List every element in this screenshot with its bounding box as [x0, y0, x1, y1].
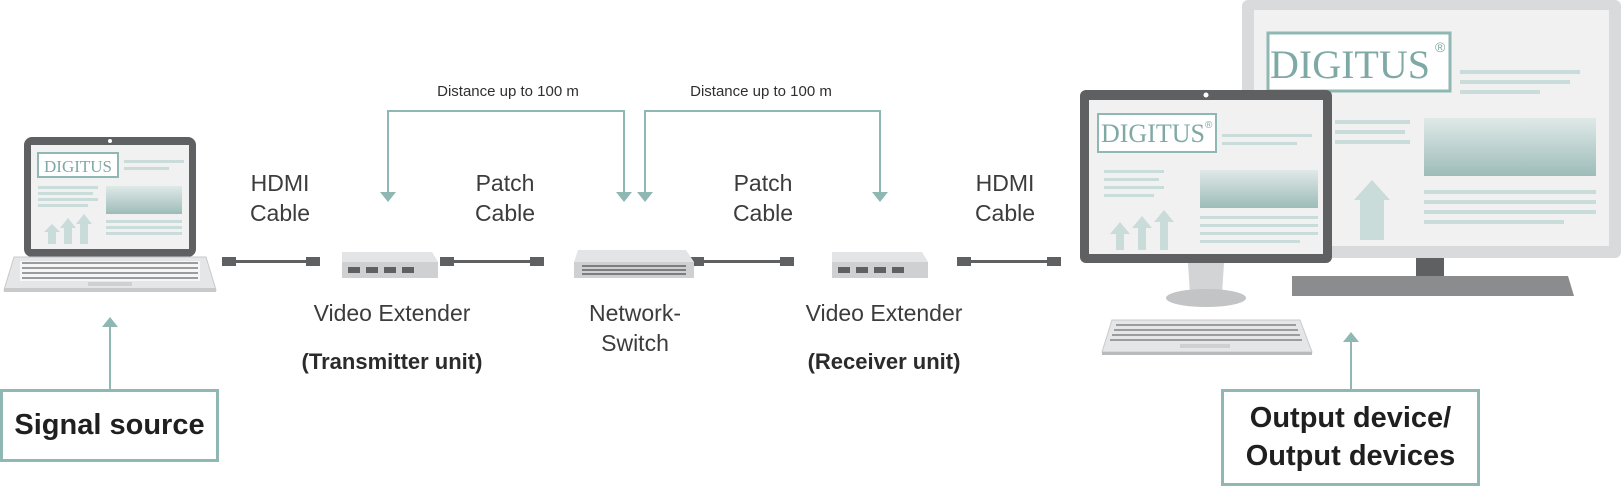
hdmi-cable-label-right: HDMI Cable — [955, 168, 1055, 228]
tx-extender-label: Video Extender — [313, 300, 471, 326]
rx-unit-label: (Receiver unit) — [807, 349, 961, 374]
hdmi-cable-label-left-line1: HDMI — [250, 170, 310, 196]
arrow-up-icon — [102, 317, 118, 389]
hdmi-cable-label-right-line1: HDMI — [975, 170, 1035, 196]
patch-cable-label-right-line2: Cable — [732, 200, 794, 226]
output-devices-label-line1: Output device/ — [1249, 402, 1452, 434]
distance-label-right: Distance up to 100 m — [690, 83, 832, 100]
laptop-icon: DIGITUS — [3, 137, 217, 292]
arrow-down-icon — [380, 192, 632, 202]
monitor-icon: DIGITUS ® — [1080, 90, 1332, 307]
hdmi-cable-label-left: HDMI Cable — [230, 168, 330, 228]
patch-cable-label-right: Patch Cable — [713, 168, 813, 228]
cable-icon — [690, 257, 794, 266]
rx-extender-label: Video Extender — [805, 300, 963, 326]
network-switch-label-line2: Switch — [601, 330, 669, 356]
output-devices-box: Output device/ Output devices — [1221, 389, 1480, 486]
monitor-logo-text: DIGITUS — [1101, 119, 1205, 148]
hdmi-cable-label-left-line2: Cable — [249, 200, 311, 226]
patch-cable-label-left: Patch Cable — [455, 168, 555, 228]
arrow-up-icon — [1343, 332, 1359, 389]
tx-unit-label: (Transmitter unit) — [301, 349, 483, 374]
big-monitor-logo-reg: ® — [1435, 39, 1446, 55]
network-switch-label-line1: Network- — [588, 300, 681, 326]
laptop-logo-text: DIGITUS — [44, 157, 112, 176]
keyboard-icon — [1101, 319, 1313, 355]
cable-icon — [222, 257, 320, 266]
network-switch-label: Network- Switch — [565, 298, 705, 358]
patch-cable-label-right-line1: Patch — [733, 170, 793, 196]
network-switch-icon — [574, 250, 694, 278]
distance-label-left: Distance up to 100 m — [437, 83, 579, 100]
cable-icon — [957, 257, 1061, 266]
big-monitor-logo-text: DIGITUS — [1270, 42, 1430, 87]
distance-bracket-right — [644, 110, 881, 192]
extender-icon — [342, 252, 438, 278]
distance-bracket-left — [387, 110, 625, 192]
output-devices-label-line2: Output devices — [1245, 440, 1456, 472]
monitor-logo-reg: ® — [1205, 120, 1213, 131]
signal-source-label: Signal source — [14, 409, 205, 441]
cable-icon — [440, 257, 544, 266]
hdmi-cable-label-right-line2: Cable — [974, 200, 1036, 226]
arrow-down-icon — [637, 192, 888, 202]
signal-source-box: Signal source — [0, 389, 219, 462]
extender-icon — [832, 252, 928, 278]
patch-cable-label-left-line1: Patch — [475, 170, 535, 196]
patch-cable-label-left-line2: Cable — [474, 200, 536, 226]
